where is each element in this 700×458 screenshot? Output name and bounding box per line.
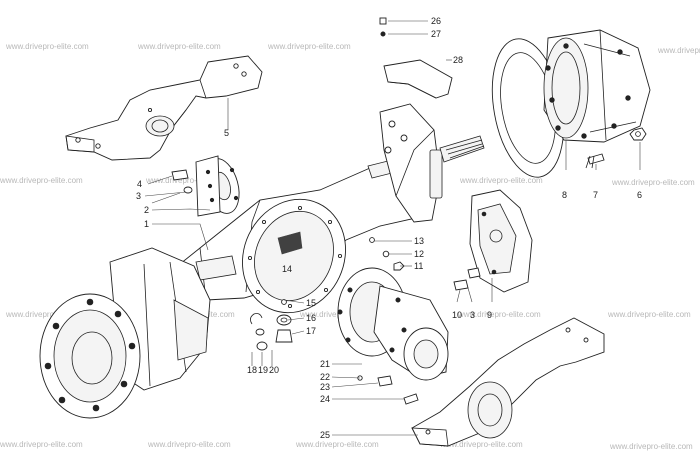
watermark: www.drivepro-elite.com [657, 46, 700, 55]
watermark: www.drivepro-elite.com [267, 42, 351, 51]
watermark: www.drivepro-elite.com [457, 310, 541, 319]
wheel-nut [629, 127, 647, 141]
callout-4: 4 [137, 179, 142, 189]
wheel-hub-right [543, 29, 651, 143]
callout-1: 1 [144, 219, 149, 229]
callout-18: 18 [247, 365, 257, 375]
callout-3: 3 [136, 191, 141, 201]
callout-5: 5 [224, 128, 229, 138]
watermark: www.drivepro-elite.com [5, 310, 89, 319]
watermark: www.drivepro-elite.com [607, 310, 691, 319]
watermark: www.drivepro-elite.com [145, 176, 229, 185]
callout-10: 10 [452, 310, 462, 320]
callout-6: 6 [637, 190, 642, 200]
callout-7: 7 [593, 190, 598, 200]
callout-24: 24 [320, 394, 330, 404]
callout-17: 17 [306, 326, 316, 336]
leader-lines [144, 20, 641, 436]
brake-caliper [453, 189, 533, 293]
axle-housing [169, 159, 431, 314]
pin-parts [357, 375, 419, 405]
callout-15: 15 [306, 298, 316, 308]
watermark: www.drivepro-elite.com [295, 440, 379, 449]
drive-flange [171, 155, 240, 217]
watermark: www.drivepro-elite.com [137, 42, 221, 51]
callout-12: 12 [414, 249, 424, 259]
watermark: www.drivepro-elite.com [611, 178, 695, 187]
axle-end-right [379, 103, 485, 223]
cover-plate [383, 59, 453, 99]
watermark: www.drivepro-elite.com [459, 176, 543, 185]
callout-labels: 1 2 3 4 5 6 7 8 9 10 3 11 12 13 14 15 16… [136, 16, 642, 440]
mounting-bracket-lower [411, 317, 605, 447]
callout-3b: 3 [470, 310, 475, 320]
callout-26: 26 [431, 16, 441, 26]
watermark: www.drivepro-elite.com [5, 42, 89, 51]
callout-23: 23 [320, 382, 330, 392]
mounting-bracket-upper [65, 55, 263, 161]
watermark: www.drivepro-elite.com [609, 442, 693, 451]
watermark: www.drivepro-elite.com [0, 176, 83, 185]
callout-22: 22 [320, 372, 330, 382]
small-bolt [379, 17, 387, 37]
callout-14: 14 [282, 264, 292, 274]
callout-16: 16 [306, 313, 316, 323]
callout-11: 11 [414, 261, 423, 271]
callout-20: 20 [269, 365, 279, 375]
callout-25: 25 [320, 430, 330, 440]
differential-carrier [337, 267, 449, 381]
watermark: www.drivepro-elite.com [0, 440, 83, 449]
wheel-bolt [585, 153, 605, 169]
watermark: www.drivepro-elite.com [147, 440, 231, 449]
callout-8: 8 [562, 190, 567, 200]
callout-28: 28 [453, 55, 463, 65]
watermark: www.drivepro-elite.com [439, 440, 523, 449]
small-hardware [250, 237, 405, 351]
callout-13: 13 [414, 236, 424, 246]
callout-21: 21 [320, 359, 330, 369]
callout-2: 2 [144, 205, 149, 215]
callout-19: 19 [258, 365, 268, 375]
callout-9: 9 [487, 310, 492, 320]
wheel-hub-left [39, 247, 211, 419]
callout-27: 27 [431, 29, 441, 39]
